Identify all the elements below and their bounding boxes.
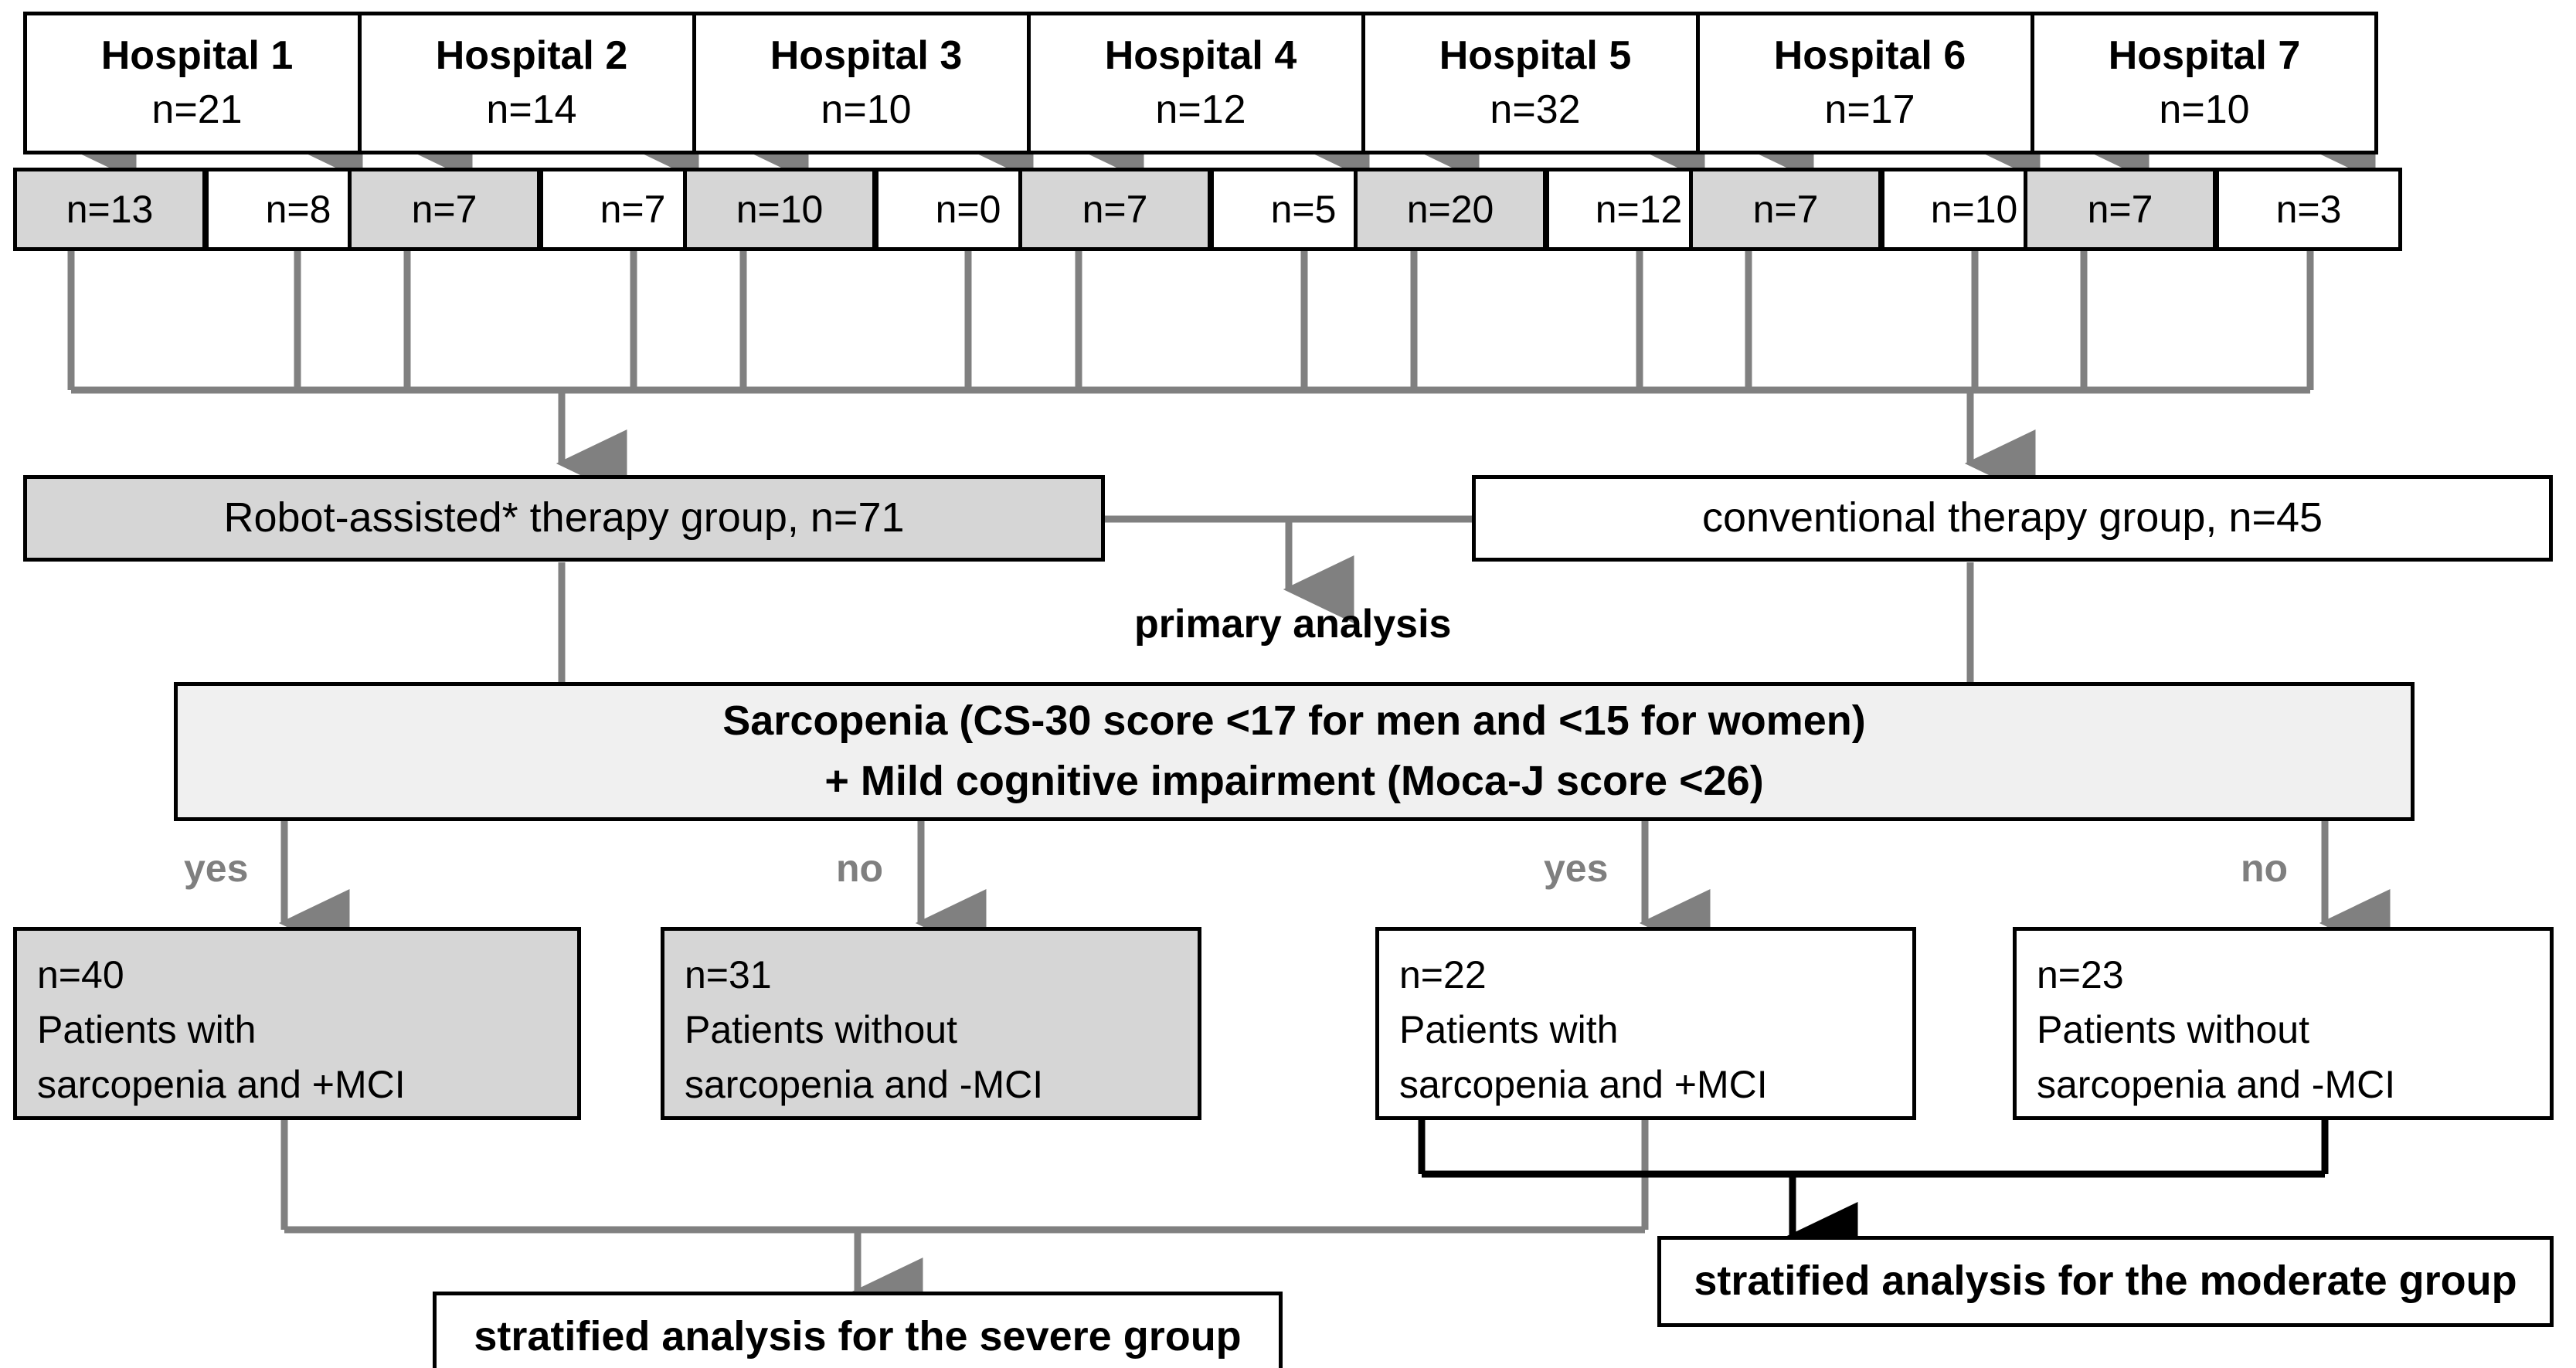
- branch-label-robot-yes: yes: [184, 847, 249, 890]
- stratified-analysis-moderate-box[interactable]: stratified analysis for the moderate gro…: [1657, 1236, 2554, 1327]
- hospital-count: n=21: [151, 87, 243, 132]
- allocation-count: n=5: [1270, 187, 1337, 231]
- primary-analysis-label: primary analysis: [1134, 602, 1452, 647]
- hospital-box-4[interactable]: Hospital 4 n=12: [1027, 12, 1375, 154]
- outcome-count: n=40: [37, 953, 124, 996]
- outcome-line-2: sarcopenia and -MCI: [2037, 1063, 2396, 1106]
- allocation-count: n=7: [600, 187, 666, 231]
- outcome-box-moderate-conventional[interactable]: n=23 Patients without sarcopenia and -MC…: [2013, 927, 2554, 1120]
- allocation-box-h5-robot[interactable]: n=20: [1354, 168, 1547, 251]
- branch-label-conv-no: no: [2241, 847, 2289, 890]
- allocation-count: n=20: [1406, 187, 1494, 231]
- moderate-analysis-label: stratified analysis for the moderate gro…: [1694, 1258, 2517, 1305]
- hospital-count: n=17: [1824, 87, 1915, 132]
- allocation-count: n=7: [411, 187, 477, 231]
- allocation-count: n=12: [1595, 187, 1683, 231]
- hospital-name: Hospital 4: [1104, 33, 1297, 79]
- hospital-box-5[interactable]: Hospital 5 n=32: [1361, 12, 1709, 154]
- severe-analysis-label: stratified analysis for the severe group: [474, 1313, 1242, 1360]
- allocation-count: n=13: [66, 187, 154, 231]
- hospital-count: n=10: [2159, 87, 2250, 132]
- criteria-line-1: Sarcopenia (CS-30 score <17 for men and …: [722, 698, 1866, 745]
- conventional-group-label: conventional therapy group, n=45: [1701, 494, 2323, 541]
- allocation-count: n=7: [1752, 187, 1819, 231]
- hospital-name: Hospital 6: [1773, 33, 1966, 79]
- outcome-line-1: Patients with: [1399, 1008, 1619, 1051]
- outcome-count: n=23: [2037, 953, 2124, 996]
- outcome-line-1: Patients with: [37, 1008, 257, 1051]
- hospital-count: n=12: [1155, 87, 1246, 132]
- allocation-box-h3-robot[interactable]: n=10: [683, 168, 876, 251]
- outcome-count: n=22: [1399, 953, 1487, 996]
- hospital-name: Hospital 3: [770, 33, 963, 79]
- branch-label-robot-no: no: [836, 847, 884, 890]
- allocation-count: n=10: [1930, 187, 2018, 231]
- hospital-count: n=14: [486, 87, 577, 132]
- allocation-box-h7-conventional[interactable]: n=3: [2215, 168, 2402, 251]
- hospital-box-7[interactable]: Hospital 7 n=10: [2031, 12, 2378, 154]
- stratified-analysis-severe-box[interactable]: stratified analysis for the severe group: [433, 1292, 1283, 1368]
- criteria-box[interactable]: Sarcopenia (CS-30 score <17 for men and …: [174, 682, 2415, 821]
- allocation-box-h1-robot[interactable]: n=13: [13, 168, 206, 251]
- outcome-count: n=31: [685, 953, 772, 996]
- outcome-line-1: Patients without: [685, 1008, 957, 1051]
- allocation-count: n=3: [2275, 187, 2342, 231]
- hospital-name: Hospital 5: [1439, 33, 1632, 79]
- allocation-box-h2-robot[interactable]: n=7: [348, 168, 541, 251]
- outcome-line-2: sarcopenia and -MCI: [685, 1063, 1044, 1106]
- criteria-line-2: + Mild cognitive impairment (Moca-J scor…: [824, 758, 1764, 804]
- robot-group-label: Robot-assisted* therapy group, n=71: [223, 494, 905, 541]
- outcome-box-moderate-robot[interactable]: n=31 Patients without sarcopenia and -MC…: [661, 927, 1201, 1120]
- allocation-count: n=0: [935, 187, 1001, 231]
- allocation-count: n=7: [1082, 187, 1148, 231]
- outcome-box-severe-robot[interactable]: n=40 Patients with sarcopenia and +MCI: [13, 927, 581, 1120]
- outcome-box-severe-conventional[interactable]: n=22 Patients with sarcopenia and +MCI: [1375, 927, 1916, 1120]
- hospital-count: n=10: [821, 87, 912, 132]
- outcome-line-2: sarcopenia and +MCI: [37, 1063, 406, 1106]
- allocation-box-h7-robot[interactable]: n=7: [2024, 168, 2217, 251]
- branch-label-conv-yes: yes: [1544, 847, 1609, 890]
- allocation-count: n=8: [265, 187, 331, 231]
- hospital-name: Hospital 1: [100, 33, 294, 79]
- allocation-box-h6-robot[interactable]: n=7: [1689, 168, 1882, 251]
- hospital-box-6[interactable]: Hospital 6 n=17: [1696, 12, 2044, 154]
- hospital-box-3[interactable]: Hospital 3 n=10: [692, 12, 1040, 154]
- allocation-count: n=10: [736, 187, 824, 231]
- outcome-line-2: sarcopenia and +MCI: [1399, 1063, 1768, 1106]
- hospital-name: Hospital 2: [435, 33, 628, 79]
- hospital-count: n=32: [1490, 87, 1581, 132]
- allocation-box-h4-robot[interactable]: n=7: [1018, 168, 1212, 251]
- hospital-box-2[interactable]: Hospital 2 n=14: [358, 12, 705, 154]
- outcome-line-1: Patients without: [2037, 1008, 2309, 1051]
- hospital-name: Hospital 7: [2108, 33, 2301, 79]
- conventional-therapy-group-box[interactable]: conventional therapy group, n=45: [1472, 475, 2553, 562]
- hospital-box-1[interactable]: Hospital 1 n=21: [23, 12, 371, 154]
- robot-therapy-group-box[interactable]: Robot-assisted* therapy group, n=71: [23, 475, 1105, 562]
- allocation-count: n=7: [2087, 187, 2153, 231]
